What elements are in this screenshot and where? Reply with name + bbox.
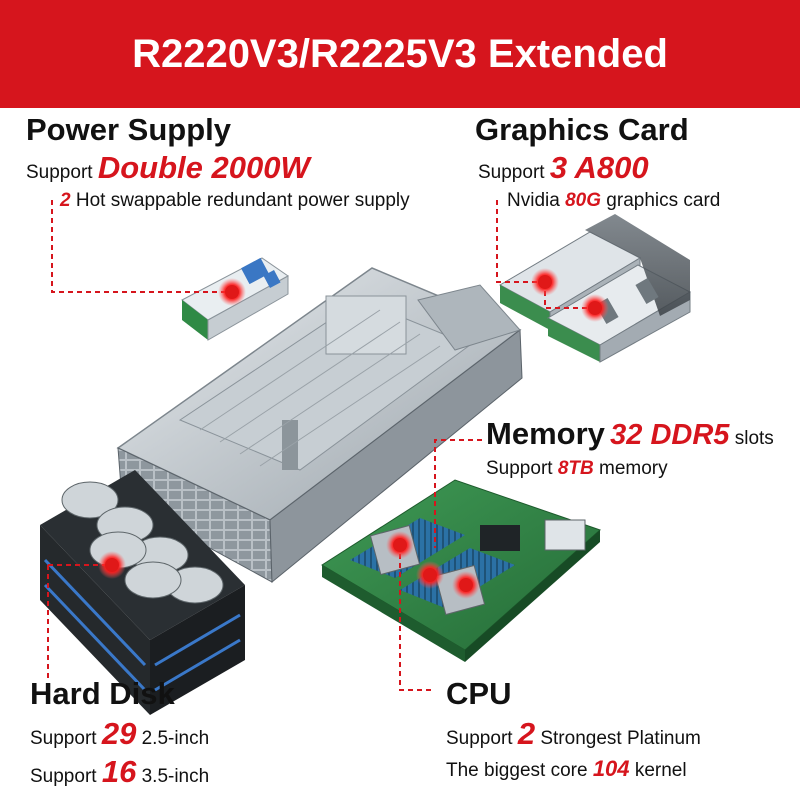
memory-capacity: 8TB bbox=[557, 458, 594, 479]
cpu-core-label: The biggest core bbox=[446, 760, 588, 781]
hard-disk-count-25: 29 bbox=[101, 716, 137, 751]
support-label: Support bbox=[30, 766, 97, 787]
power-supply-support: Support Double 2000W bbox=[26, 150, 310, 186]
title-banner: R2220V3/R2225V3 Extended Configuration bbox=[0, 0, 800, 184]
memory-unit: slots bbox=[734, 428, 774, 449]
support-label: Support bbox=[446, 728, 513, 749]
banner-title: R2220V3/R2225V3 Extended Configuration bbox=[132, 32, 668, 184]
cpu-line-2: The biggest core 104 kernel bbox=[446, 756, 687, 782]
power-supply-value: Double 2000W bbox=[97, 150, 310, 185]
motherboard bbox=[321, 479, 601, 662]
hard-disk-count-35: 16 bbox=[101, 754, 137, 789]
graphics-card-heading: Graphics Card bbox=[475, 112, 689, 147]
server-chassis bbox=[116, 267, 523, 584]
cpu-desc: Strongest Platinum bbox=[540, 728, 701, 749]
cpu-line-1: Support 2 Strongest Platinum bbox=[446, 716, 701, 752]
power-supply-heading: Power Supply bbox=[26, 112, 231, 147]
cpu-count: 2 bbox=[517, 716, 536, 751]
hard-disk-stack bbox=[40, 470, 245, 715]
cpu-heading: CPU bbox=[446, 676, 512, 711]
memory-value: 32 DDR5 bbox=[610, 419, 730, 451]
leader-lines bbox=[47, 200, 595, 691]
graphics-desc-line: Nvidia 80G graphics card bbox=[507, 190, 720, 212]
support-label: Support bbox=[30, 728, 97, 749]
memory-title-line: Memory 32 DDR5 slots bbox=[486, 416, 774, 452]
memory-heading: Memory bbox=[486, 416, 605, 451]
graphics-value: 3 A800 bbox=[549, 150, 649, 185]
hard-disk-line-1: Support 29 2.5-inch bbox=[30, 716, 209, 752]
memory-desc: memory bbox=[599, 458, 668, 479]
cpu-core-count: 104 bbox=[592, 756, 630, 781]
power-supply-desc-line: 2 Hot swappable redundant power supply bbox=[60, 190, 410, 212]
graphics-memory: 80G bbox=[565, 190, 602, 211]
graphics-support: Support 3 A800 bbox=[478, 150, 649, 186]
support-label: Support bbox=[478, 162, 545, 183]
hard-disk-size-25: 2.5-inch bbox=[141, 728, 210, 749]
hard-disk-line-2: Support 16 3.5-inch bbox=[30, 754, 209, 790]
support-label: Support bbox=[26, 162, 93, 183]
graphics-cards bbox=[498, 214, 692, 363]
memory-support-line: Support 8TB memory bbox=[486, 458, 668, 480]
highlight-markers bbox=[98, 268, 609, 599]
power-supply-count: 2 bbox=[60, 190, 71, 211]
cpu-core-unit: kernel bbox=[634, 760, 687, 781]
graphics-desc: graphics card bbox=[606, 190, 721, 211]
support-label: Support bbox=[486, 458, 553, 479]
hard-disk-heading: Hard Disk bbox=[30, 676, 175, 711]
power-supply-desc: Hot swappable redundant power supply bbox=[75, 190, 410, 211]
hard-disk-size-35: 3.5-inch bbox=[141, 766, 210, 787]
graphics-brand: Nvidia bbox=[507, 190, 560, 211]
